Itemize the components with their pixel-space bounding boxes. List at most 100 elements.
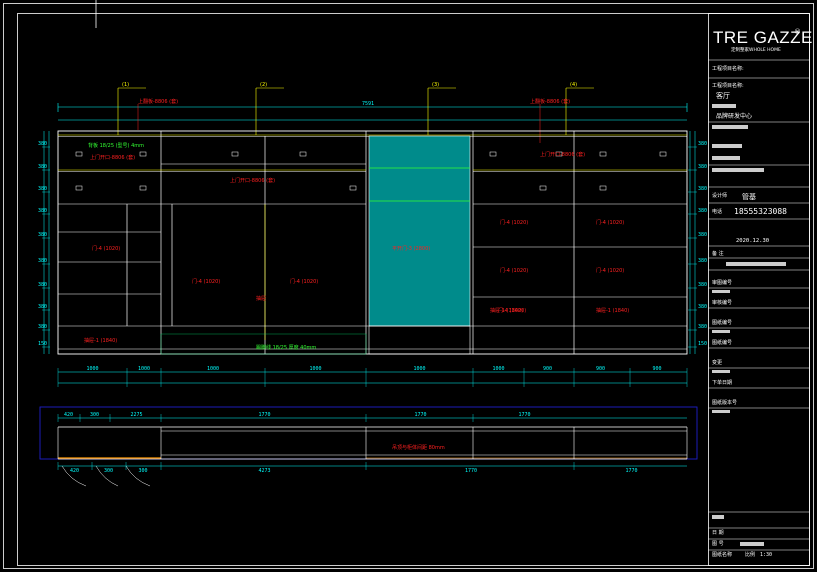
- title-row-label: 下单日期: [712, 379, 732, 386]
- side-dim-left: 380: [38, 164, 47, 170]
- plan-top-dim: 1770: [415, 412, 427, 418]
- side-dim-left: 380: [38, 186, 47, 192]
- drawer-label: 抽屉-1 (1840): [84, 337, 117, 344]
- center-glass-panel: [368, 135, 471, 327]
- side-dim-left: 150: [38, 341, 47, 347]
- yellow-leader-tag: (2): [260, 82, 267, 88]
- project-label: 工程项目名称:: [712, 65, 744, 72]
- side-dim-right: 380: [698, 258, 707, 264]
- side-dim-left: 380: [38, 258, 47, 264]
- side-dim-left: 380: [38, 304, 47, 310]
- side-dim-left: 380: [38, 282, 47, 288]
- bottom-dim: 1000: [207, 366, 219, 372]
- hinge-mark: [599, 151, 607, 157]
- hinge-mark: [75, 151, 83, 157]
- door-label: 门-4 (1020): [498, 307, 526, 314]
- side-dim-left: 380: [38, 232, 47, 238]
- bottom-dim: 1000: [493, 366, 505, 372]
- bottom-dim: 900: [653, 366, 662, 372]
- top-callout-right: 上翻板-8806 (套): [530, 98, 570, 105]
- door-swing-arcs: [61, 465, 151, 487]
- brand-logo: TRE GAZZE: [713, 28, 813, 47]
- side-dim-right: 380: [698, 186, 707, 192]
- bottom-dim: 900: [596, 366, 605, 372]
- bottom-dim: 1000: [310, 366, 322, 372]
- side-dim-right: 380: [698, 232, 707, 238]
- door-label: 门-4 (1020): [500, 219, 528, 226]
- title-block: TRE GAZZE ® 定制整家WHOLE HOME 工程项目名称: 工程项目名…: [708, 13, 813, 566]
- scale-label: 比例: [745, 551, 755, 558]
- title-row-label: 审核编号: [712, 299, 732, 306]
- green-note: 背板 18/25 (型号) 4mm: [88, 142, 144, 149]
- door-label: 门-4 (1020): [596, 219, 624, 226]
- hinge-mark: [349, 185, 357, 191]
- issue-date: 2020.12.30: [736, 238, 769, 244]
- title-row-label: 变更: [712, 359, 722, 366]
- drawer-label: 抽屉-1 (1840): [596, 307, 629, 314]
- drawing-label: 工程项目名称:: [712, 82, 744, 89]
- brand-register-mark: ®: [794, 28, 801, 36]
- hinge-mark: [555, 151, 563, 157]
- title-row-label: 审图编号: [712, 279, 732, 286]
- side-dim-right: 380: [698, 304, 707, 310]
- plan-bottom-dim: 300: [104, 468, 113, 474]
- side-dim-right: 380: [698, 324, 707, 330]
- plan-top-dim: 420: [64, 412, 73, 418]
- door-label: 上门开口-8806 (套): [230, 177, 275, 184]
- center-name: 品牌研发中心: [716, 112, 752, 120]
- side-dim-right: 380: [698, 208, 707, 214]
- sheet-outer-border: [3, 3, 814, 569]
- hinge-mark: [659, 151, 667, 157]
- hinge-mark: [539, 185, 547, 191]
- door-label: 门-4 (1020): [500, 267, 528, 274]
- plan-top-dim: 2275: [131, 412, 143, 418]
- drawing-name: 客厅: [716, 91, 730, 100]
- bottom-dim: 1000: [138, 366, 150, 372]
- shelf-note: 抽屉: [256, 295, 266, 302]
- designer-label: 设计师: [712, 192, 727, 199]
- title-row-label: 图纸编号: [712, 339, 732, 346]
- plan-callout: 吊顶与柜体间距 80mm: [392, 444, 445, 451]
- phone-label: 电话: [712, 208, 722, 215]
- rev-date-label: 日 期: [712, 530, 724, 536]
- footer-label: 图纸名称: [712, 551, 732, 558]
- plan-top-dim: 300: [90, 412, 99, 418]
- plan-bottom-dim: 4273: [259, 468, 271, 474]
- hinge-mark: [599, 185, 607, 191]
- plan-bottom-dim: 420: [70, 468, 79, 474]
- scale-value: 1:30: [760, 552, 772, 558]
- side-dim-left: 380: [38, 208, 47, 214]
- yellow-leader-tag: (4): [570, 82, 577, 88]
- phone-number: 18555323088: [734, 207, 787, 216]
- remark-label: 备 注: [712, 250, 724, 257]
- rev-no-label: 图 号: [712, 541, 724, 547]
- yellow-leader-tag: (1): [122, 82, 129, 88]
- door-label: 门-4 (1020): [290, 278, 318, 285]
- title-row-label: 图纸编号: [712, 319, 732, 326]
- center-panel-label: 平开门-3 (2800): [392, 245, 430, 252]
- hinge-mark: [231, 151, 239, 157]
- hinge-mark: [299, 151, 307, 157]
- elevation-view: 7591 (1)(2)(3)(4) 上翻板-8806 (套) 上翻板-8806 …: [38, 82, 707, 387]
- hinge-mark: [139, 151, 147, 157]
- brand-subtitle: 定制整家WHOLE HOME: [731, 46, 781, 53]
- drawer-label: 抽屉-1 (1840): [490, 307, 523, 314]
- side-dim-right: 380: [698, 282, 707, 288]
- door-label: 上门开口-8806 (套): [540, 151, 585, 158]
- bottom-dim: 1000: [87, 366, 99, 372]
- side-dim-left: 380: [38, 141, 47, 147]
- hinge-mark: [139, 185, 147, 191]
- plan-bottom-dim: 300: [139, 468, 148, 474]
- designer-name: 管基: [742, 192, 756, 201]
- side-dim-right: 150: [698, 341, 707, 347]
- door-label: 门-4 (1020): [596, 267, 624, 274]
- title-row-label: 图纸版本号: [712, 399, 737, 406]
- door-label: 上门开口-8806 (套): [90, 154, 135, 161]
- plan-bottom-dim: 1770: [465, 468, 477, 474]
- bottom-dim: 1000: [414, 366, 426, 372]
- door-label: 门-4 (1020): [192, 278, 220, 285]
- yellow-leader-tag: (3): [432, 82, 439, 88]
- side-dim-right: 380: [698, 141, 707, 147]
